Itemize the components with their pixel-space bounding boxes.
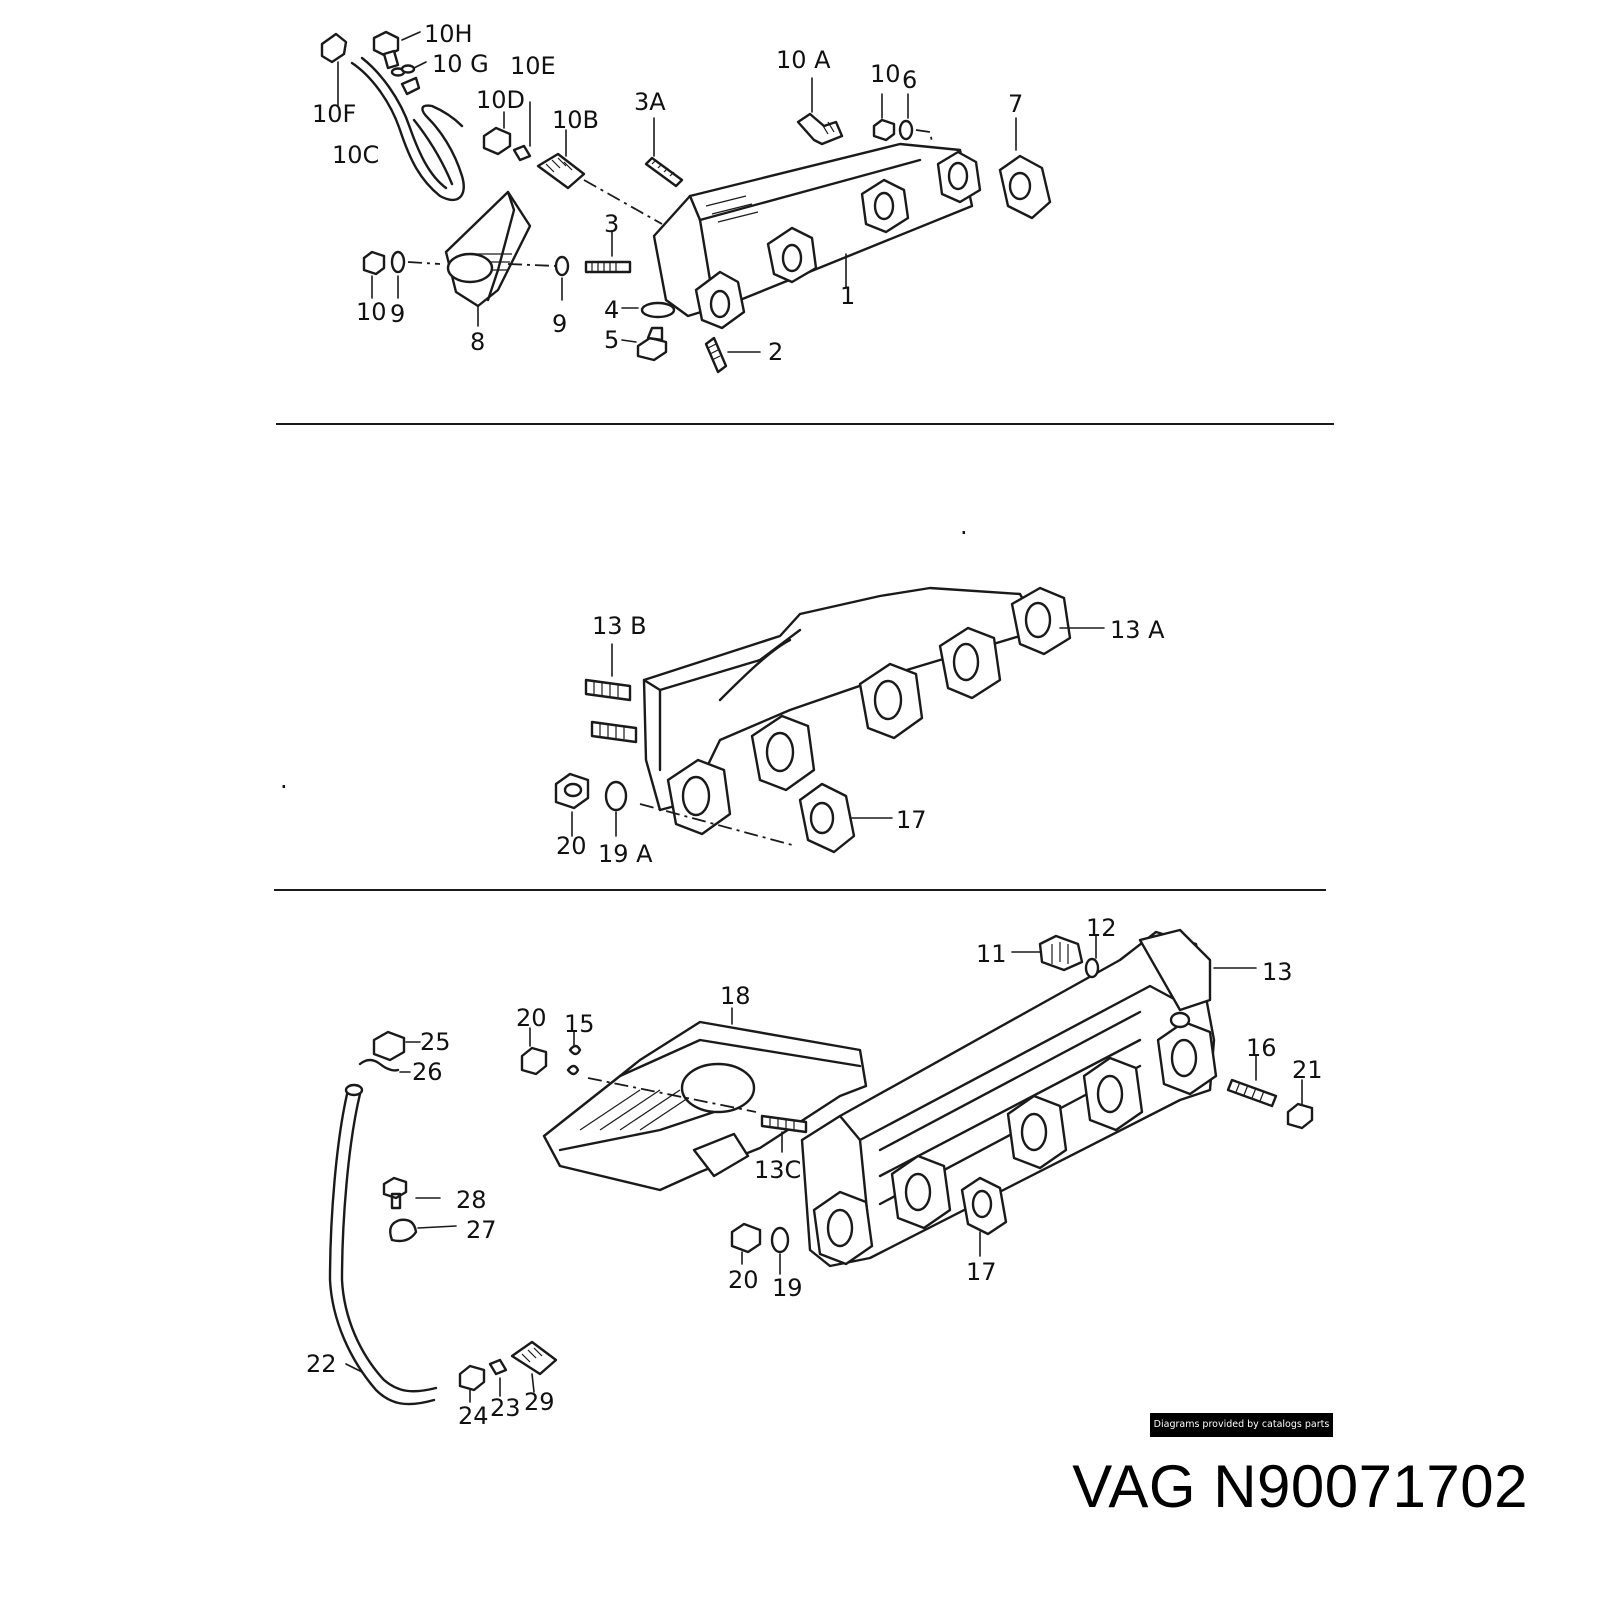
exhaust-manifold-13a: [642, 586, 1105, 836]
nut-10-left: [362, 250, 386, 276]
callout-3a: 3A: [634, 88, 666, 116]
plug-5: [636, 336, 668, 362]
washer-9-left: [390, 250, 406, 274]
plug-11: [1038, 934, 1084, 972]
callout-10f: 10F: [312, 100, 356, 128]
callout-6: 6: [902, 66, 917, 94]
callout-10h: 10H: [424, 20, 473, 48]
callout-28: 28: [456, 1186, 487, 1214]
callout-27: 27: [466, 1216, 497, 1244]
callout-10e: 10E: [510, 52, 556, 80]
callout-10-left: 10: [356, 298, 387, 326]
fitting-10a: [796, 112, 844, 146]
nut-20-bottom: [730, 1222, 762, 1254]
sleeve-10e: [512, 144, 532, 162]
cap-25: [372, 1030, 406, 1062]
callout-12: 12: [1086, 914, 1117, 942]
nut-10-top: [872, 118, 896, 142]
clip-27: [389, 1218, 418, 1243]
callout-13: 13: [1262, 958, 1293, 986]
nut-20-low: [520, 1046, 548, 1076]
nut-24: [458, 1364, 486, 1392]
callout-labels: 10H 10 G 10E 10F 10D 10C 10B 3A 10 A 10 …: [306, 20, 1323, 1430]
fitting-10f: [320, 32, 348, 64]
callout-20-mid: 20: [556, 832, 587, 860]
callout-25: 25: [420, 1028, 451, 1056]
svg-text:·: ·: [280, 773, 288, 801]
callout-3: 3: [604, 210, 619, 238]
clamp-26: [358, 1058, 400, 1072]
section-top-manifold-assembly: [320, 30, 1052, 374]
callout-5: 5: [604, 326, 619, 354]
callout-10b: 10B: [552, 106, 599, 134]
callout-23: 23: [490, 1394, 521, 1422]
callout-19a: 19 A: [598, 840, 653, 868]
stud-13b-lower: [590, 720, 638, 744]
washer-9-mid: [554, 255, 570, 277]
callout-2: 2: [768, 338, 783, 366]
part-number-title: VAG N90071702: [1072, 1453, 1528, 1520]
section-bottom-manifold-assembly: [328, 928, 1314, 1406]
callout-18: 18: [720, 982, 751, 1010]
callout-24: 24: [458, 1402, 489, 1430]
nut-10d: [482, 126, 512, 156]
callout-20-bottom: 20: [728, 1266, 759, 1294]
callout-10-top: 10: [870, 60, 901, 88]
exhaust-manifold-13: [800, 928, 1257, 1268]
callout-9-mid: 9: [552, 310, 567, 338]
callout-29: 29: [524, 1388, 555, 1416]
callout-10c: 10C: [332, 141, 379, 169]
washer-12: [1084, 957, 1100, 979]
callout-10g: 10 G: [432, 50, 489, 78]
washer-6: [898, 119, 914, 141]
callout-20-low: 20: [516, 1004, 547, 1032]
svg-text:·: ·: [960, 519, 968, 547]
callout-1: 1: [840, 282, 855, 310]
watermark-banner: Diagrams provided by catalogs parts: [1150, 1413, 1333, 1437]
callout-13c: 13C: [754, 1156, 801, 1184]
callout-26: 26: [412, 1058, 443, 1086]
sleeve-23: [488, 1358, 508, 1376]
stud-13b-upper: [584, 678, 632, 702]
union-29: [510, 1340, 558, 1376]
washer-19a: [604, 780, 628, 812]
callout-22: 22: [306, 1350, 337, 1378]
nut-21: [1286, 1102, 1314, 1130]
pipe-22: [328, 1088, 436, 1406]
stud-2: [704, 336, 728, 374]
callout-16: 16: [1246, 1034, 1277, 1062]
stud-16: [1226, 1078, 1278, 1108]
callout-7: 7: [1008, 90, 1023, 118]
callout-8: 8: [470, 328, 485, 356]
stud-13c: [760, 1114, 808, 1134]
callout-15: 15: [564, 1010, 595, 1038]
callout-10d: 10D: [476, 86, 525, 114]
exhaust-manifold-1: [652, 142, 982, 330]
section-middle-manifold: · ·: [280, 519, 1105, 854]
bolt-10h: [372, 30, 400, 58]
callout-17-low: 17: [966, 1258, 997, 1286]
callout-13a: 13 A: [1110, 616, 1165, 644]
callout-11: 11: [976, 940, 1007, 968]
callout-10a: 10 A: [776, 46, 831, 74]
breather-hose-10c: [350, 61, 465, 202]
spring-washer-15: [566, 1044, 582, 1076]
heat-shield-8: [444, 190, 532, 308]
union-10b: [536, 152, 586, 190]
washer-4: [640, 301, 676, 319]
bolt-28: [382, 1176, 408, 1210]
callout-17-mid: 17: [896, 806, 927, 834]
callout-19: 19: [772, 1274, 803, 1302]
stud-3: [584, 260, 632, 274]
callout-21: 21: [1292, 1056, 1323, 1084]
callout-9-left: 9: [390, 300, 405, 328]
callout-13b: 13 B: [592, 612, 647, 640]
washer-19: [770, 1226, 790, 1254]
callout-4: 4: [604, 296, 619, 324]
